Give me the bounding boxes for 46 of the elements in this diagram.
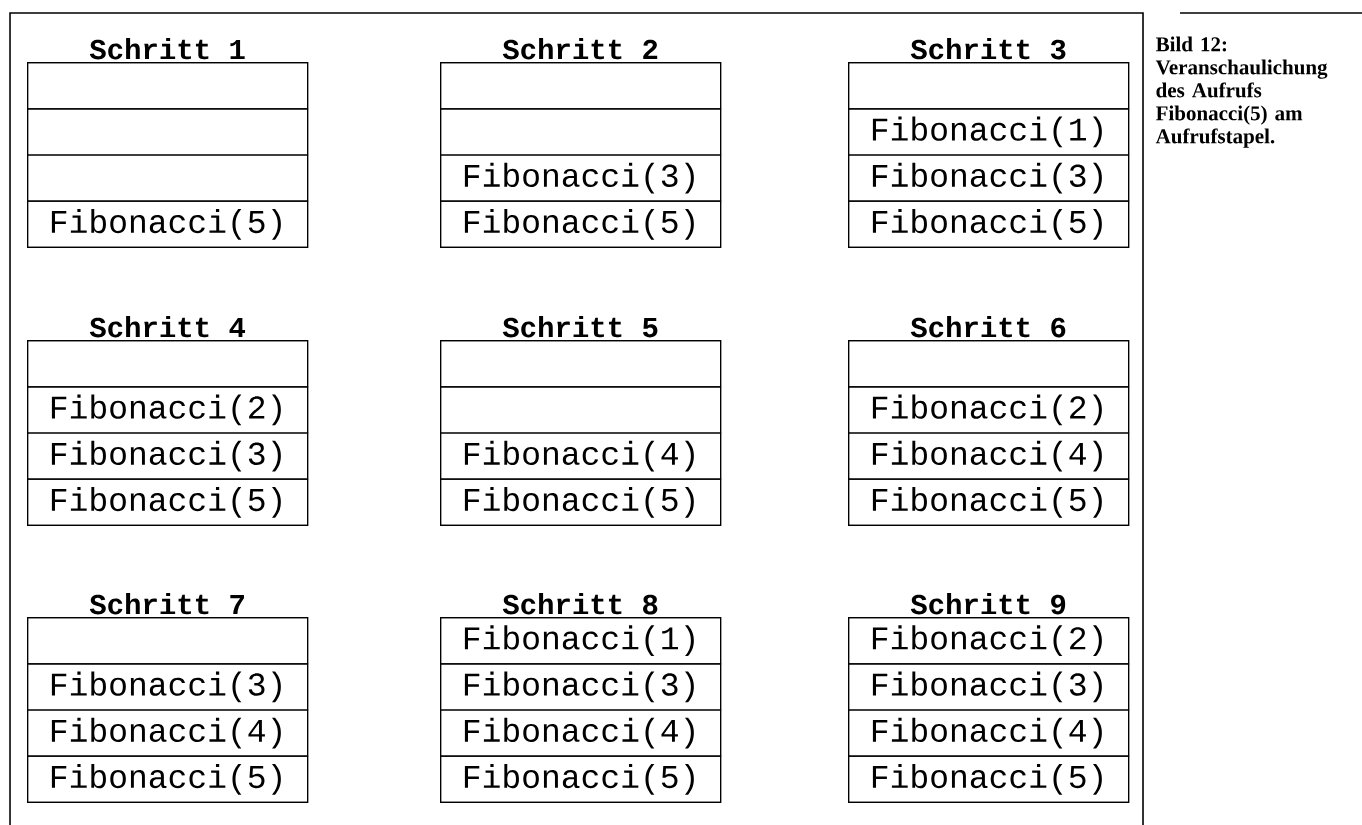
stack-frame-cell: Fibonacci(3) [27, 432, 309, 480]
stack-frame-cell: Fibonacci(5) [27, 200, 309, 248]
stack-frame-cell: Fibonacci(2) [848, 386, 1130, 434]
stack-frame-cell: Fibonacci(5) [440, 478, 722, 526]
empty-cell [27, 108, 309, 156]
node-label: Schritt 2 [502, 38, 658, 60]
node-label: Schritt 7 [89, 593, 244, 615]
empty-cell [27, 62, 309, 110]
stack-frame-cell: Fibonacci(3) [440, 154, 722, 202]
stack-frame-cell: Fibonacci(4) [440, 432, 722, 480]
node-label: Schritt 6 [910, 316, 1066, 338]
node-label: Schritt 4 [89, 316, 246, 338]
stack-frame-cell: Fibonacci(5) [848, 200, 1130, 248]
stack-frame-cell: Fibonacci(3) [848, 663, 1130, 711]
node-label: Schritt 5 [502, 316, 658, 338]
caption: Bild 12: Veranschaulichung des Aufrufs Fibonacci(5) am Aufrufstapel. [1155, 36, 1328, 148]
stack-frame-cell: Fibonacci(2) [848, 617, 1130, 665]
stack-frame-cell: Fibonacci(5) [27, 478, 309, 526]
node-label: Schritt 3 [910, 38, 1066, 60]
node-label: Schritt 1 [89, 38, 245, 60]
empty-cell [440, 386, 722, 434]
stack-frame-cell: Fibonacci(1) [848, 108, 1130, 156]
empty-cell [27, 154, 309, 202]
stack-frame-cell: Fibonacci(5) [848, 755, 1130, 803]
stack-frame-cell: Fibonacci(3) [848, 154, 1130, 202]
node-label: Schritt 9 [910, 593, 1066, 615]
stack-frame-cell: Fibonacci(2) [27, 386, 309, 434]
stack-frame-cell: Fibonacci(4) [848, 432, 1130, 480]
empty-cell [848, 62, 1130, 110]
stack-frame-cell: Fibonacci(5) [27, 755, 309, 803]
stack-frame-cell: Fibonacci(4) [440, 709, 722, 757]
empty-cell [440, 340, 722, 388]
empty-cell [440, 62, 722, 110]
stack-frame-cell: Fibonacci(5) [440, 200, 722, 248]
stack-frame-cell: Fibonacci(4) [848, 709, 1130, 757]
stack-frame-cell: Fibonacci(5) [440, 755, 722, 803]
empty-cell [848, 340, 1130, 388]
stack-frame-cell: Fibonacci(5) [848, 478, 1130, 526]
stack-frame-cell: Fibonacci(3) [27, 663, 309, 711]
empty-cell [27, 340, 309, 388]
empty-cell [27, 617, 309, 665]
empty-cell [440, 108, 722, 156]
stack-frame-cell: Fibonacci(1) [440, 617, 722, 665]
node-label: Schritt 8 [502, 593, 658, 615]
stack-frame-cell: Fibonacci(3) [440, 663, 722, 711]
stack-frame-cell: Fibonacci(4) [27, 709, 309, 757]
